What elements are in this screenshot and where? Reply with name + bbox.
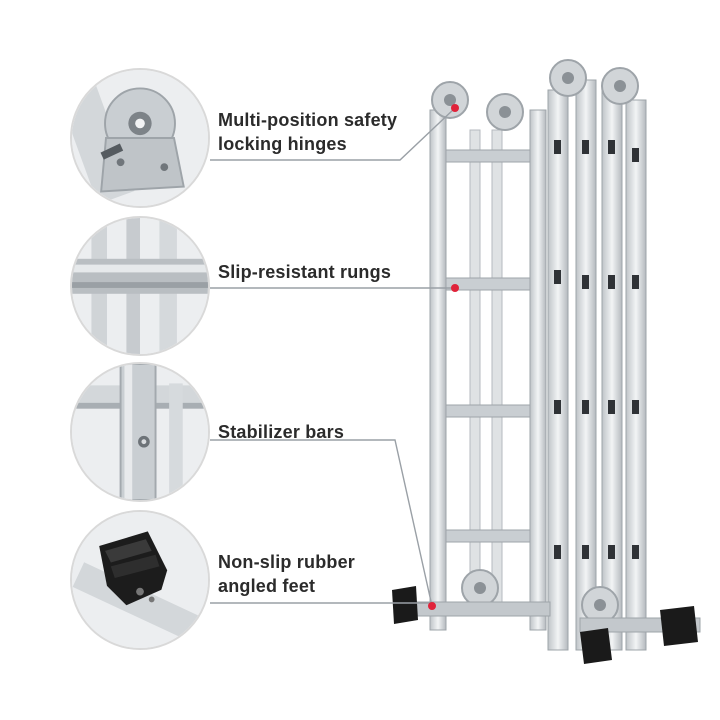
hinge-icon — [72, 70, 208, 206]
feature-text-line: Slip-resistant rungs — [218, 262, 392, 282]
feature-text-line: Multi-position safety — [218, 110, 398, 130]
feature-label-hinges: Multi-position safety locking hinges — [218, 108, 397, 156]
hinge-closeup — [70, 68, 210, 208]
feature-label-stabilizer: Stabilizer bars — [218, 420, 344, 444]
feature-text-line: angled feet — [218, 576, 316, 596]
feature-text-line: Non-slip rubber — [218, 552, 355, 572]
feature-text-line: locking hinges — [218, 134, 347, 154]
feature-label-rungs: Slip-resistant rungs — [218, 260, 391, 284]
stabilizer-icon — [72, 364, 208, 500]
folding-ladder-illustration — [392, 59, 701, 664]
stabilizer-closeup — [70, 362, 210, 502]
rungs-closeup — [70, 216, 210, 356]
rubber-foot-icon — [72, 512, 208, 648]
rung-icon — [72, 218, 208, 354]
feature-text-line: Stabilizer bars — [218, 422, 345, 442]
feet-closeup — [70, 510, 210, 650]
feature-label-feet: Non-slip rubber angled feet — [218, 550, 355, 598]
